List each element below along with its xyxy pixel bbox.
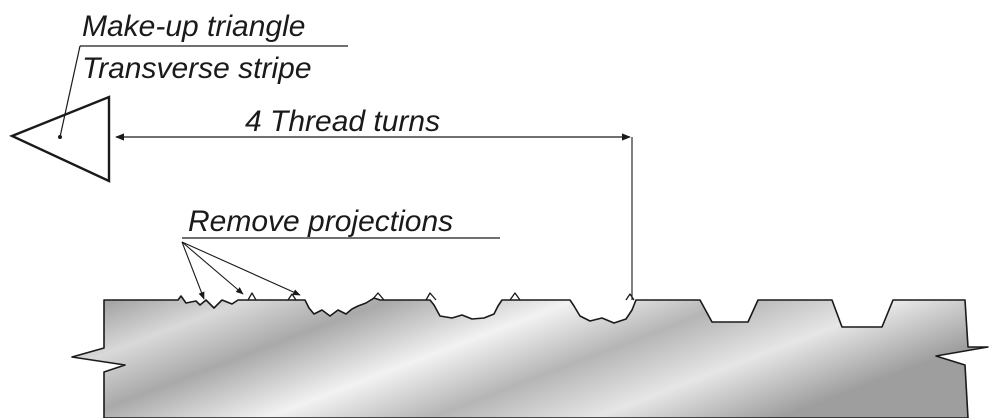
pipe-body: [71, 295, 989, 418]
makeup-triangle-label: Make-up triangle: [82, 10, 305, 43]
projection-arrow-1: [181, 241, 205, 300]
makeup-triangle-icon: [8, 95, 111, 183]
triangle-leader-line: [59, 45, 81, 138]
remove-projections-label: Remove projections: [188, 205, 453, 238]
transverse-stripe-label: Transverse stripe: [82, 52, 312, 85]
projection-spikes: [247, 292, 635, 301]
projection-arrow-2: [181, 241, 244, 295]
thread-turns-label: 4 Thread turns: [245, 105, 440, 138]
projection-arrow-3: [181, 241, 301, 296]
